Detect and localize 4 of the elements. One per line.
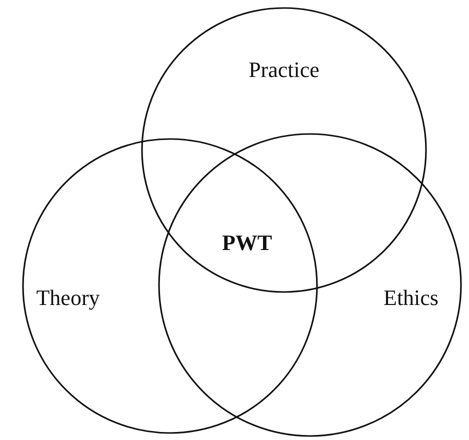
circle-label: Theory <box>36 285 100 311</box>
circle-label: Ethics <box>384 285 438 311</box>
circle-label: Practice <box>248 57 320 83</box>
center-label: PWT <box>222 230 272 256</box>
